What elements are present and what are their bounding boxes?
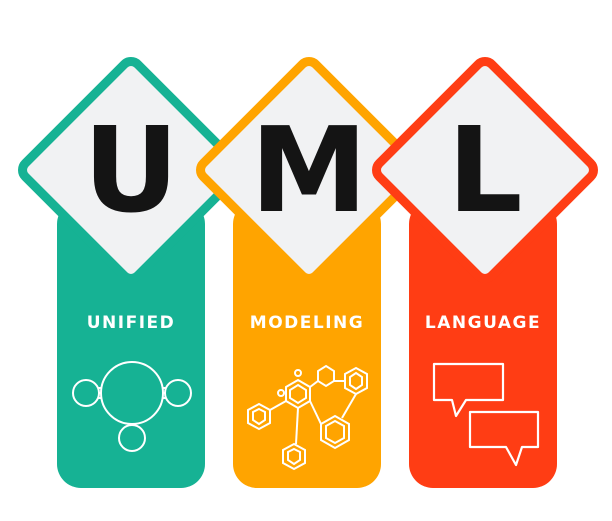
label-language: LANGUAGE	[424, 313, 542, 333]
speech-bubbles-icon	[432, 362, 540, 467]
molecule-icon	[247, 364, 368, 471]
pillar-language: LANGUAGE	[409, 200, 557, 488]
circle-network-icon	[72, 361, 192, 452]
letter-m: M	[250, 101, 368, 239]
label-unified: UNIFIED	[86, 313, 176, 333]
label-modeling: MODELING	[249, 313, 365, 333]
letter-l: L	[447, 101, 523, 239]
letter-u: U	[83, 101, 179, 239]
